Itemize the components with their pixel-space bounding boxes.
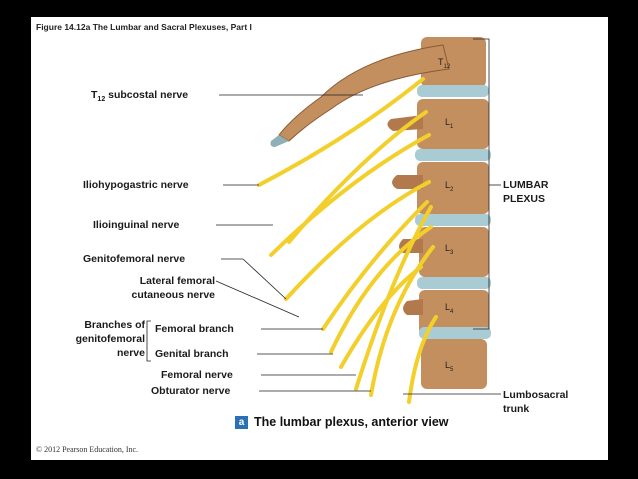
disc	[415, 149, 491, 161]
subcostal-nerve	[257, 77, 425, 187]
iliohypogastric-label: Iliohypogastric nerve	[83, 179, 189, 191]
vertebra-l4	[419, 290, 489, 335]
genital-branch-label: Genital branch	[155, 348, 229, 360]
lumbosacral-label-2: trunk	[503, 403, 530, 415]
femoral-nerve-label: Femoral nerve	[161, 369, 233, 381]
vertebral-column	[387, 37, 491, 389]
vertebra-l1	[417, 99, 489, 149]
obturator-nerve	[369, 245, 435, 397]
disc	[419, 327, 491, 339]
figure-title: Figure 14.12a The Lumbar and Sacral Plex…	[36, 22, 252, 32]
disc	[417, 277, 491, 289]
lumbar-plexus-label-1: LUMBAR	[503, 179, 549, 191]
caption-text: The lumbar plexus, anterior view	[254, 415, 449, 429]
vertebra-label-l2: L2	[445, 180, 454, 193]
genitofemoral-label: Genitofemoral nerve	[83, 253, 186, 265]
vertebra-l5	[421, 339, 487, 389]
vertebra-label-t12: T12	[438, 57, 451, 70]
femoral-branch-label: Femoral branch	[155, 323, 234, 335]
genitofemoral-nerve	[321, 200, 429, 331]
genitofemoral-genital-branch	[329, 225, 433, 354]
disc	[415, 214, 491, 226]
branches-label-3: nerve	[116, 347, 145, 359]
vertebra-label-l4: L4	[445, 302, 454, 315]
lumbar-plexus-illustration	[146, 37, 501, 404]
lateral-femoral-label-1: Lateral femoral	[139, 275, 215, 287]
subcostal-nerve-label: T12 subcostal nerve	[91, 89, 189, 104]
figure-panel: Figure 14.12a The Lumbar and Sacral Plex…	[31, 17, 608, 460]
disc	[417, 85, 489, 97]
nerve-branch	[339, 265, 423, 369]
leader-lines	[146, 38, 501, 395]
lateral-femoral-label-2: cutaneous nerve	[131, 289, 215, 301]
ilioinguinal-label: Ilioinguinal nerve	[93, 219, 180, 231]
copyright: © 2012 Pearson Education, Inc.	[36, 445, 139, 454]
vertebra-label-l5: L5	[445, 360, 454, 373]
obturator-nerve-label: Obturator nerve	[151, 385, 231, 397]
branches-label-1: Branches of	[84, 319, 145, 331]
femoral-nerve	[354, 205, 433, 391]
vertebra-label-l3: L3	[445, 243, 454, 256]
vertebra-l2	[417, 162, 489, 214]
nerves	[257, 77, 438, 404]
vertebra-l3	[419, 227, 489, 277]
figure-caption: a The lumbar plexus, anterior view	[235, 415, 449, 429]
lumbar-plexus-label-2: PLEXUS	[503, 193, 546, 205]
caption-badge: a	[235, 416, 248, 429]
lateral-femoral-cutaneous-nerve	[284, 180, 431, 301]
branches-label-2: genitofemoral	[75, 333, 145, 345]
lumbosacral-label-1: Lumbosacral	[503, 389, 569, 401]
lumbosacral-trunk	[407, 315, 438, 404]
vertebra-label-l1: L1	[445, 117, 454, 130]
ilioinguinal-nerve	[269, 133, 431, 257]
